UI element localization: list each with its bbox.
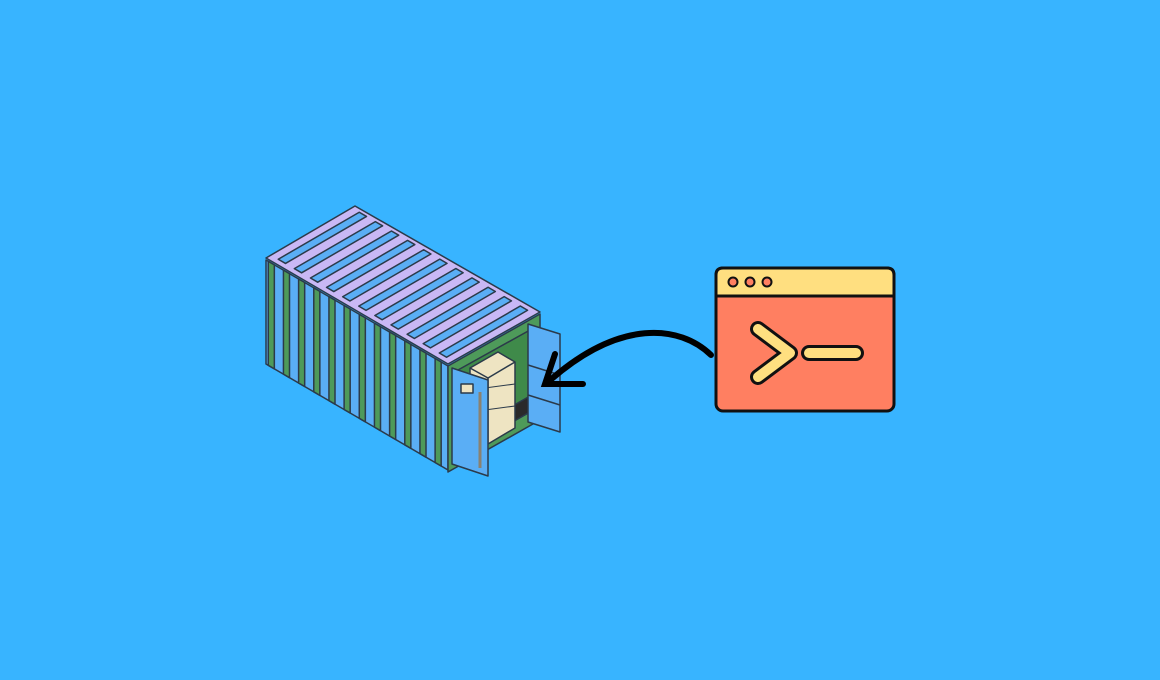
container-roof-rib (341, 248, 432, 302)
shipping-container-icon (265, 205, 561, 477)
container-rib (267, 260, 276, 370)
arrow-icon (540, 329, 714, 387)
container-side-ribs (267, 260, 442, 467)
container-rib (388, 331, 397, 441)
door-label (460, 383, 474, 394)
container-rib (434, 357, 442, 467)
container-roof-rib (422, 295, 513, 349)
container-rib (313, 287, 321, 397)
container-roof-rib (277, 211, 368, 265)
window-dot-icon (761, 276, 773, 288)
window-dot-icon (727, 276, 739, 288)
container-rib (373, 322, 382, 432)
terminal-window-icon (714, 266, 896, 413)
container-roof-rib (390, 277, 480, 330)
container-roof-rib (358, 258, 448, 312)
container-top-ribs (277, 211, 529, 358)
container-rib (419, 348, 427, 458)
window-dot-icon (744, 276, 756, 288)
container-rib (343, 304, 351, 414)
container-rib (282, 269, 291, 379)
container-rib (297, 278, 306, 388)
container-roof-rib (374, 267, 464, 321)
container-rib (328, 295, 336, 405)
container-roof-rib (309, 230, 400, 283)
container-roof-rib (325, 239, 416, 293)
container-roof-rib (438, 305, 529, 358)
prompt-chevron-icon (750, 321, 798, 385)
container-roof-rib (293, 220, 384, 274)
container-rib (404, 340, 412, 450)
container-rib (358, 313, 367, 423)
terminal-titlebar (714, 266, 896, 298)
container-roof-rib (406, 286, 497, 340)
